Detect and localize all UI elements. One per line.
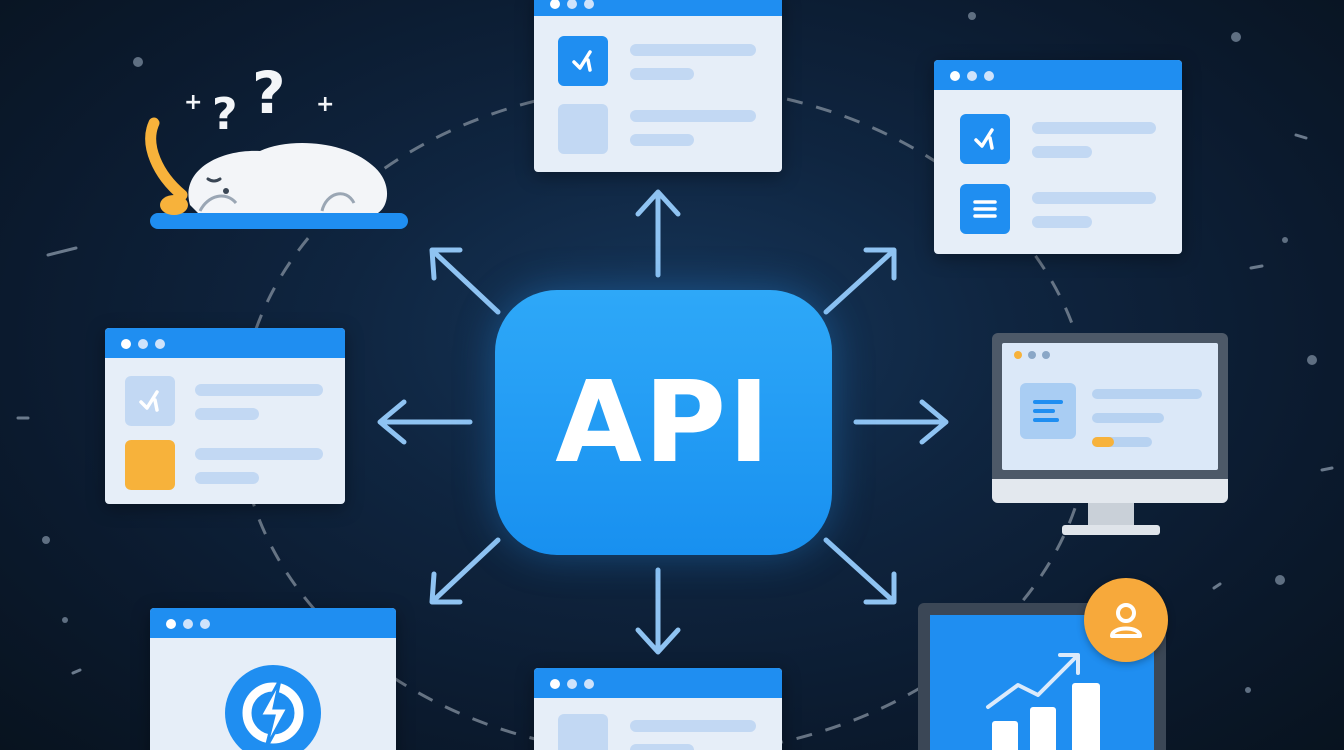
monitor-screen [1002,343,1218,470]
arrow-down-left [429,537,501,605]
window-title-bar [534,668,782,698]
bar-chart-icon [986,653,1100,750]
api-hub-label: API [555,357,772,488]
placeholder-line [630,720,756,732]
cat-tail [145,117,188,201]
document-icon [1020,383,1076,439]
placeholder-line [630,110,756,122]
svg-text:?: ? [212,89,238,140]
app-logo-icon [125,376,175,426]
placeholder-line [630,744,694,750]
window-dot [1014,351,1022,359]
monitor-stand [1088,503,1134,527]
window-dot [1028,351,1036,359]
window-title-bar [105,328,345,358]
desktop-monitor [992,333,1228,503]
blank-tile [558,714,608,750]
placeholder-line [195,472,259,484]
placeholder-line [1092,413,1164,423]
window-dot [550,0,560,9]
star-streaks [16,133,1334,675]
blank-tile [558,104,608,154]
placeholder-line [1032,122,1156,134]
placeholder-line [1092,389,1202,399]
app-window-top-right [934,60,1182,254]
window-dot [984,71,994,81]
question-mark-icon: ? ? + + [184,59,334,140]
window-dot [584,679,594,689]
placeholder-line [1032,192,1156,204]
cat-body [188,142,388,213]
placeholder-line [1032,216,1092,228]
window-title-bar [534,0,782,16]
svg-text:?: ? [252,59,286,127]
cat-bed [150,213,408,229]
app-window-bottom-center [534,668,782,750]
progress-accent [1092,437,1152,447]
arrow-down [635,567,681,655]
blank-tile [125,440,175,490]
window-dot [155,339,165,349]
placeholder-line [630,44,756,56]
cat-paw [160,195,188,215]
window-dot [166,619,176,629]
window-dot [1042,351,1050,359]
arrow-up-left [429,247,501,315]
list-icon [960,184,1010,234]
window-title-bar [150,608,396,638]
svg-text:+: + [184,90,202,115]
placeholder-line [195,408,259,420]
star-field [42,12,1317,693]
placeholder-line [630,134,694,146]
trend-line-icon [986,653,1080,709]
window-dot [567,679,577,689]
arrow-right [853,399,949,445]
app-logo-icon [558,36,608,86]
monitor-chin [992,479,1228,503]
arrow-left [377,399,473,445]
app-window-top-center [534,0,782,172]
app-logo-icon [960,114,1010,164]
window-dot [121,339,131,349]
window-dot [138,339,148,349]
window-dot [567,0,577,9]
arrow-down-right [823,537,897,605]
arrow-up-right [823,247,897,315]
app-window-bottom-left [150,608,396,750]
sleeping-cat-illustration: ? ? + + [145,59,408,229]
window-dot [967,71,977,81]
window-dot [183,619,193,629]
arrow-up [635,189,681,278]
lightning-icon [225,665,321,750]
api-hub: API [495,290,832,555]
window-dot [200,619,210,629]
window-dot [584,0,594,9]
placeholder-line [195,448,323,460]
placeholder-line [1032,146,1092,158]
app-window-left [105,328,345,504]
window-title-bar [934,60,1182,90]
placeholder-line [630,68,694,80]
connector-arrows [377,189,949,655]
svg-text:+: + [316,92,334,117]
monitor-base [1062,525,1160,535]
window-dot [550,679,560,689]
window-dot [950,71,960,81]
progress-fill [1092,437,1114,447]
placeholder-line [195,384,323,396]
user-icon [1084,578,1168,662]
